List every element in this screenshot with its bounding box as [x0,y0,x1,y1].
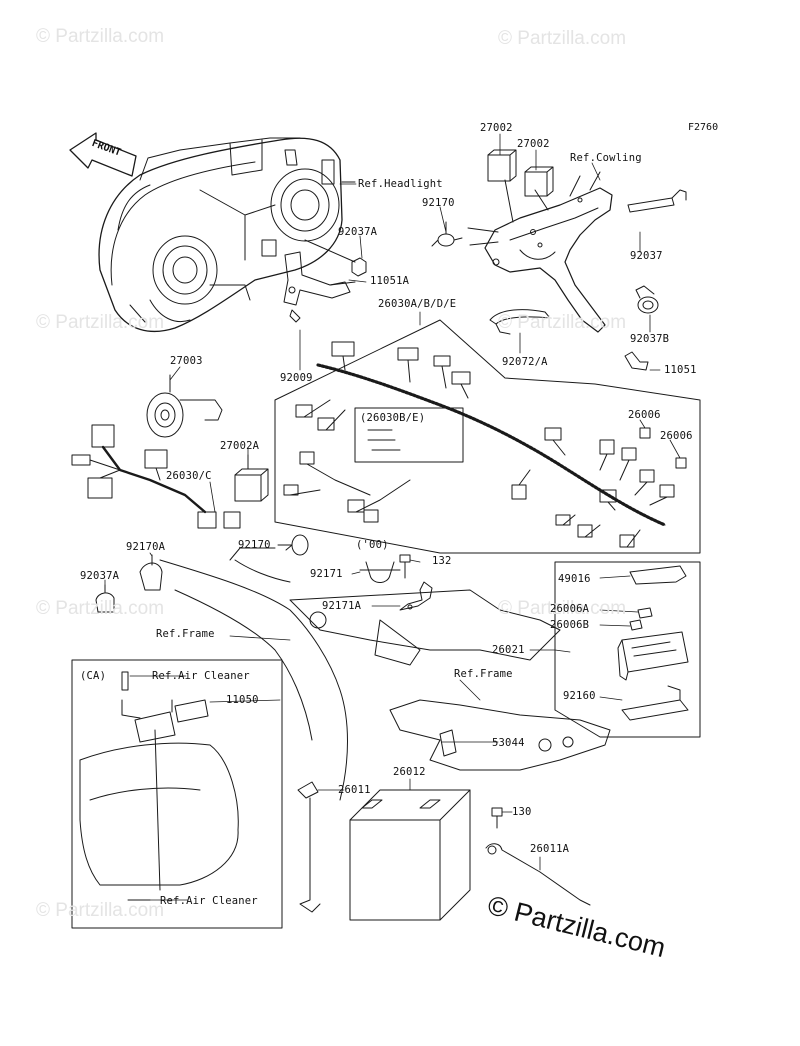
label-26006A: 26006A [550,603,590,615]
label-92171: 92171 [310,568,343,580]
relay-27002A [234,454,269,502]
watermark-7: © Partzilla.com [36,900,165,921]
label-92009: 92009 [280,372,313,384]
label-92037A-left: 92037A [80,570,120,582]
label-26011A: 26011A [530,843,570,855]
watermark-5: © Partzilla.com [36,598,165,619]
label-53044: 53044 [492,737,525,749]
label-92037A-top: 92037A [338,226,378,238]
clip-11051 [624,351,649,371]
label-92170-mid: 92170 [238,539,271,551]
label-92072A: 92072/A [502,356,548,368]
label-11051A: 11051A [370,275,410,287]
label-92037B: 92037B [630,333,670,345]
label-130: 130 [512,806,532,818]
label-49016: 49016 [558,573,591,585]
label-132: 132 [432,555,452,567]
band-92072 [489,309,551,335]
frame-right [389,699,611,771]
label-92037: 92037 [630,250,663,262]
label-00: ('00) [356,539,389,551]
sub-harness-26030C [71,424,241,529]
watermark-1: © Partzilla.com [36,26,165,47]
fuse-box-group [554,561,701,738]
headlight-assembly [98,137,356,332]
cowling-stay [467,149,613,333]
label-92170-top: 92170 [422,197,455,209]
label-27002-a: 27002 [480,122,513,134]
figure-code: F2760 [688,122,719,133]
watermark-3: © Partzilla.com [36,312,165,333]
watermark-2: © Partzilla.com [498,28,627,49]
clamp-92037A-top [351,257,367,277]
clamp-92170-top [431,221,463,247]
main-harness [274,319,701,554]
band-92037 [627,189,687,213]
frame [159,547,561,801]
label-26012: 26012 [393,766,426,778]
label-26030ABDE: 26030A/B/D/E [378,298,457,310]
battery-26012 [349,789,471,921]
leader-lines [104,133,681,901]
bracket-11051A [283,239,356,323]
watermark-4: © Partzilla.com [498,312,627,333]
label-ref-frame-left: Ref.Frame [156,628,215,640]
label-26006-b: 26006 [660,430,693,442]
label-ref-air-cleaner-bottom: Ref.Air Cleaner [160,895,258,907]
label-ref-headlight: Ref.Headlight [358,178,443,190]
label-ref-frame-right: Ref.Frame [454,668,513,680]
label-27002-b: 27002 [517,138,550,150]
cable-26011A [485,807,591,906]
label-92170A: 92170A [126,541,166,553]
label-26006B: 26006B [550,619,590,631]
label-26006-a: 26006 [628,409,661,421]
label-27003: 27003 [170,355,203,367]
clamp-92170A [139,554,163,591]
label-ref-cowling: Ref.Cowling [570,152,642,164]
label-92171A: 92171A [322,600,362,612]
label-11050: 11050 [226,694,259,706]
horn-27003 [146,374,223,438]
cable-26011 [297,781,321,913]
clamp-92171 [359,561,401,583]
bolt-132 [399,554,411,579]
label-11051: 11051 [664,364,697,376]
front-arrow [69,132,137,177]
label-26021: 26021 [492,644,525,656]
clamp-92171A [399,581,433,611]
label-ref-air-cleaner-top: Ref.Air Cleaner [152,670,250,682]
watermark-6: © Partzilla.com [498,598,627,619]
label-ca: (CA) [80,670,107,682]
label-26030C: 26030/C [166,470,212,482]
label-27002A: 27002A [220,440,260,452]
label-92160: 92160 [563,690,596,702]
label-26011: 26011 [338,784,371,796]
label-26030BE: (26030B/E) [360,412,426,424]
clamp-92037B [635,285,659,314]
